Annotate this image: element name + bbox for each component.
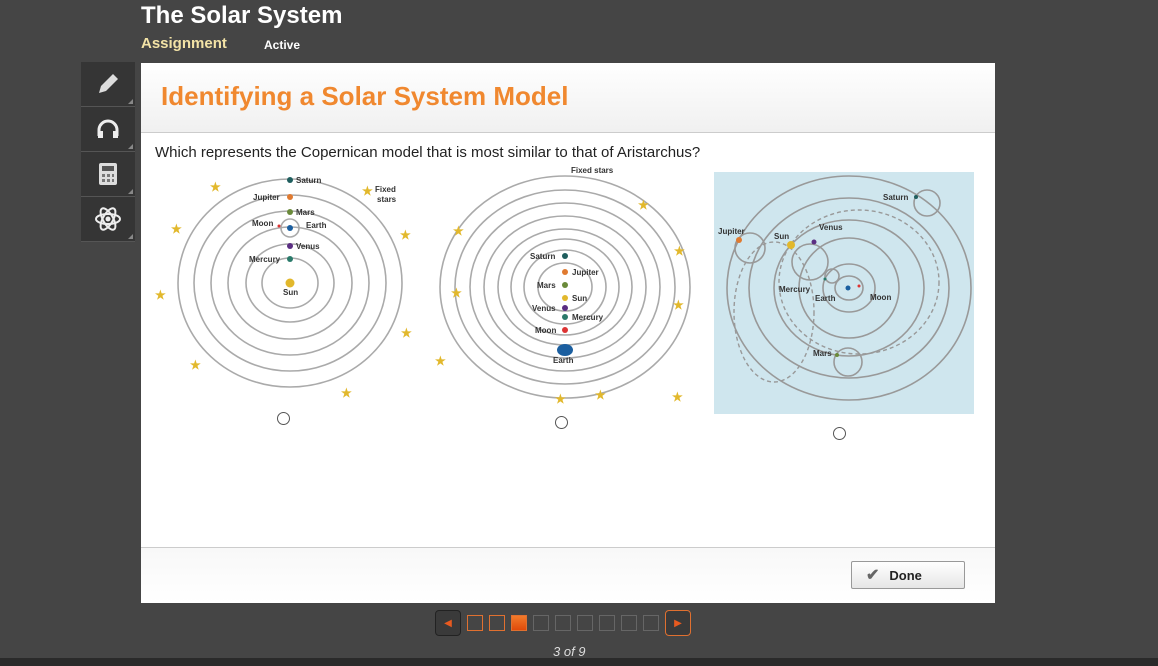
label-stars: stars [377,195,397,204]
svg-text:★: ★ [362,184,373,198]
svg-text:★: ★ [673,298,684,312]
page-9-button[interactable] [643,615,659,631]
headphones-icon [97,119,119,138]
card-header: Identifying a Solar System Model [141,63,995,133]
geocentric-like-diagram-1: ★★★★★★★★ Saturn Jupiter Mars Moon Earth … [155,176,412,400]
previous-button[interactable]: ◀ [435,610,461,636]
card-title: Identifying a Solar System Model [161,81,569,111]
svg-text:★: ★ [674,244,685,258]
label-mercury: Mercury [779,285,811,294]
svg-text:★: ★ [555,392,566,406]
pager: ◀ ▶ [435,610,691,636]
svg-text:★: ★ [210,180,221,194]
svg-text:★: ★ [453,224,464,238]
arrow-left-icon: ◀ [444,617,452,629]
pencil-tool-button[interactable] [81,62,135,107]
toolbar [81,62,135,242]
label-earth: Earth [815,294,836,303]
done-label: Done [889,567,922,583]
label-moon: Moon [535,326,556,335]
label-saturn: Saturn [883,193,908,202]
arrow-right-icon: ▶ [674,617,682,629]
label-mars: Mars [296,208,315,217]
label-venus: Venus [532,304,556,313]
label-mars: Mars [813,349,832,358]
label-sun: Sun [283,288,298,297]
label-saturn: Saturn [530,252,555,261]
option-3-radio[interactable] [833,427,846,440]
calculator-icon [99,163,117,185]
label-mars: Mars [537,281,556,290]
svg-text:★: ★ [401,326,412,340]
svg-text:★: ★ [638,198,649,212]
page-3-button[interactable] [511,615,527,631]
label-moon: Moon [870,293,891,302]
label-fixed: Fixed [375,185,396,194]
reference-tool-button[interactable] [81,197,135,242]
checkmark-icon: ✔ [866,567,880,584]
label-jupiter: Jupiter [572,268,599,277]
page-5-button[interactable] [555,615,571,631]
section-label: Assignment [141,35,227,52]
diagram-2-text: Fixed stars Saturn Jupiter Mars Sun Venu… [530,166,614,365]
svg-text:★: ★ [171,222,182,236]
copernican-diagram-3: Saturn Jupiter Sun Venus Mercury Earth M… [714,172,974,414]
label-jupiter: Jupiter [253,193,280,202]
label-earth: Earth [306,221,327,230]
svg-text:★: ★ [341,386,352,400]
card-footer: ✔ Done [141,547,995,603]
calculator-tool-button[interactable] [81,152,135,197]
audio-tool-button[interactable] [81,107,135,152]
label-mercury: Mercury [249,255,281,264]
page-1-button[interactable] [467,615,483,631]
bottom-bar [0,658,1158,666]
label-venus: Venus [296,242,320,251]
page-8-button[interactable] [621,615,637,631]
label-mercury: Mercury [572,313,604,322]
label-jupiter: Jupiter [718,227,745,236]
svg-text:★: ★ [400,228,411,242]
label-earth: Earth [553,356,574,365]
svg-text:★: ★ [435,354,446,368]
svg-text:★: ★ [595,388,606,402]
page-7-button[interactable] [599,615,615,631]
atom-icon [95,207,121,231]
label-moon: Moon [252,219,273,228]
option-1-radio[interactable] [277,412,290,425]
option-2-radio[interactable] [555,416,568,429]
page-4-button[interactable] [533,615,549,631]
label-sun: Sun [572,294,587,303]
label-sun: Sun [774,232,789,241]
label-venus: Venus [819,223,843,232]
geocentric-diagram-2: ★★★★★★★★★★ [435,175,691,406]
svg-text:★: ★ [155,288,166,302]
question-text: Which represents the Copernican model th… [155,144,701,161]
page-2-button[interactable] [489,615,505,631]
question-card: Identifying a Solar System Model Which r… [141,63,995,603]
pencil-icon [99,74,118,93]
page-count: 3 of 9 [553,644,586,659]
svg-text:★: ★ [190,358,201,372]
done-button[interactable]: ✔ Done [851,561,965,589]
page-6-button[interactable] [577,615,593,631]
svg-text:★: ★ [451,286,462,300]
status-label: Active [264,38,301,52]
next-button[interactable]: ▶ [665,610,691,636]
label-saturn: Saturn [296,176,321,185]
label-fixed-stars: Fixed stars [571,166,614,175]
page-title: The Solar System [141,2,343,29]
svg-text:★: ★ [672,390,683,404]
